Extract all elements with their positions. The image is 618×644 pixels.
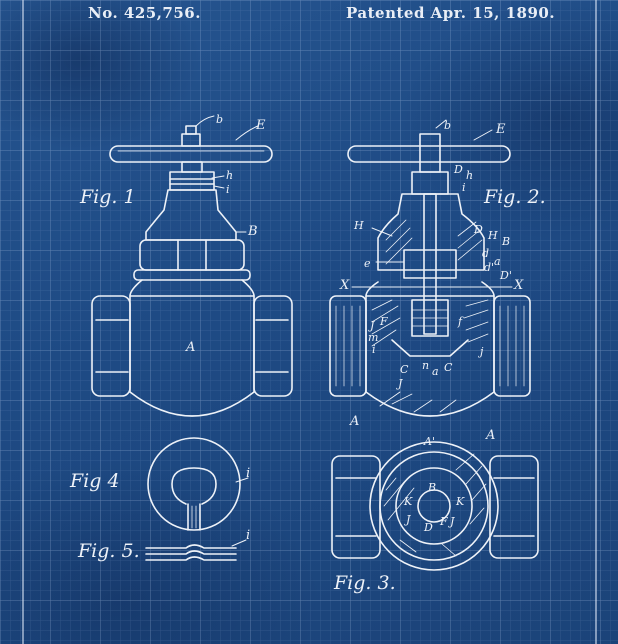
fig2-label-d-prime: d' <box>484 261 495 274</box>
fig4-washer-drawing <box>148 438 248 530</box>
fig2-label-H-b: H <box>488 229 498 242</box>
right-margin-line <box>595 0 597 644</box>
fig2-label-f: f <box>458 315 463 328</box>
left-margin-line <box>22 0 24 644</box>
fig3-label-J-right: J <box>450 515 455 528</box>
fig2-label-m: m <box>368 331 379 344</box>
fig2-label-F: F <box>380 315 388 328</box>
fig2-label-i: i <box>462 181 466 194</box>
fig2-label-H: H <box>354 219 364 232</box>
fig2-label-i-b: i <box>372 343 376 356</box>
fig1-label-b: b <box>216 113 224 126</box>
fig1-label-A: A <box>186 340 196 355</box>
fig2-label-j: j <box>480 345 484 358</box>
fig2-label-J-b: J <box>398 377 403 390</box>
fig1-label-i: i <box>226 183 230 196</box>
fig2-label-a-b: a <box>432 365 439 378</box>
fig5-strip-drawing <box>146 540 246 560</box>
fig2-label-d: d <box>482 247 490 260</box>
fig2-label-J: J <box>370 319 375 332</box>
fig2-label-X-right: X <box>514 278 524 293</box>
fig5-title: Fig. 5. <box>78 540 140 562</box>
fig2-label-E: E <box>496 122 506 137</box>
fig3-plan-drawing <box>332 442 538 570</box>
fig2-label-C-a: C <box>400 363 409 376</box>
fig2-label-C-b: C <box>444 361 453 374</box>
fig3-label-F: F <box>440 515 448 528</box>
patent-number: No. 425,756. <box>88 4 201 22</box>
fig1-valve-drawing <box>92 116 292 416</box>
fig1-label-E: E <box>256 118 266 133</box>
fig1-title: Fig. 1 <box>80 186 136 208</box>
fig2-label-D-b: D <box>474 223 483 236</box>
fig3-label-K-left: K <box>404 495 413 508</box>
fig2-label-B: B <box>502 235 511 248</box>
fig2-label-X-left: X <box>340 278 350 293</box>
fig3-label-A: A <box>486 428 496 443</box>
fig3-title: Fig. 3. <box>334 572 396 594</box>
fig2-label-a: a <box>494 255 501 268</box>
fig2-label-D: D <box>454 163 463 176</box>
patent-date: Patented Apr. 15, 1890. <box>346 4 556 22</box>
fig2-label-A: A <box>350 414 360 429</box>
fig1-label-B: B <box>248 224 258 239</box>
fig2-label-e: e <box>364 257 371 270</box>
fig2-label-D-prime: D' <box>500 269 512 282</box>
fig2-label-h: h <box>466 169 474 182</box>
fig3-label-D: D <box>424 521 433 534</box>
fig2-label-n: n <box>422 359 430 372</box>
fig3-label-J-left: J <box>406 513 411 526</box>
fig2-title: Fig. 2. <box>484 186 546 208</box>
fig5-label-i: i <box>246 528 251 543</box>
fig2-label-b: b <box>444 119 452 132</box>
fig2-section-drawing <box>330 120 530 416</box>
fig3-label-B: B <box>428 481 437 494</box>
fig1-label-h: h <box>226 169 234 182</box>
fig4-title: Fig 4 <box>70 470 120 492</box>
fig3-label-K-right: K <box>456 495 465 508</box>
fig4-label-i: i <box>246 466 251 481</box>
fig3-label-A-prime: A' <box>424 435 435 448</box>
